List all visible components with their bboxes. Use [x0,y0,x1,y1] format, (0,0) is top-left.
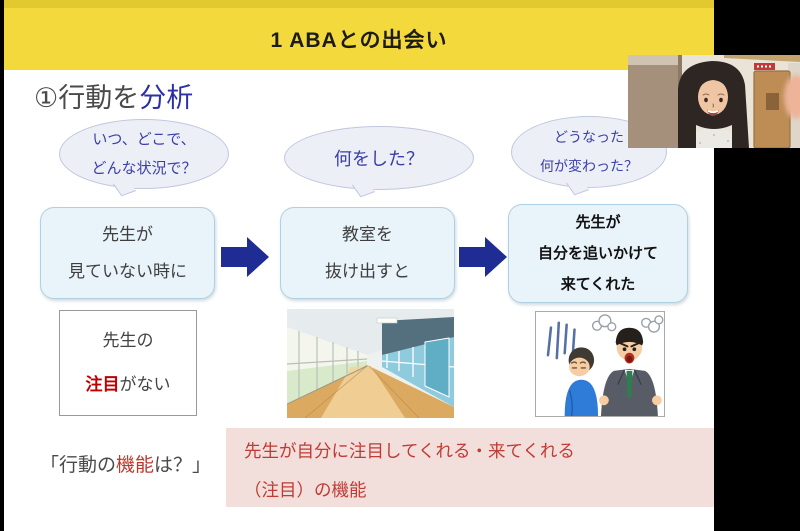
bubble-line: どんな状況で？ [91,160,197,177]
answer-line: （注目）の機能 [244,480,367,500]
webcam-overlay[interactable] [628,55,800,148]
fq-emphasis: 機能 [116,455,155,476]
function-answer-box: 先生が自分に注目してくれる・来てくれる （注目）の機能 [226,428,714,507]
heading-highlight: 分析 [139,83,194,113]
right-arrow-icon [221,237,269,277]
slide-title-banner: 1 ABAとの出会い [4,0,714,70]
bubble-line: どうなった [554,129,624,145]
flow-line: 先生が [102,225,153,244]
flow-line: 自分を追いかけて [537,245,658,262]
flow-line: 先生が [575,214,621,231]
school-hallway-image [287,309,454,418]
shared-slide: 1 ABAとの出会い ①行動を分析 いつ、どこで、 どんな状況で？ 何をした？ … [4,0,714,531]
state-line: 注目がない [86,363,171,407]
bubble-line: 何をした？ [334,149,424,169]
state-line: 先生の [102,331,154,350]
function-question-label: 「行動の機能は？」 [40,450,211,477]
flow-box-behavior: 教室を 抜け出すと [280,207,455,299]
presenter-video [628,55,800,148]
state-rest: がない [119,375,171,394]
teacher-scolding-illustration [535,311,665,417]
bubble-line: 何が変わった？ [540,158,638,174]
bubble-antecedent-question: いつ、どこで、 どんな状況で？ [59,119,229,189]
fq-post: は？」 [154,455,212,476]
flow-box-consequence: 先生が 自分を追いかけて 来てくれた [508,204,688,303]
slide-title: 1 ABAとの出会い [270,29,448,52]
answer-line: 先生が自分に注目してくれる・来てくれる [244,441,575,461]
right-arrow-icon [459,237,507,277]
flow-line: 来てくれた [560,276,636,293]
flow-line: 教室を [342,225,393,244]
bubble-behavior-question: 何をした？ [284,126,474,190]
flow-line: 見ていない時に [68,262,187,281]
flow-line: 抜け出すと [325,262,410,281]
flow-box-antecedent: 先生が 見ていない時に [40,207,215,299]
state-box-no-attention: 先生の 注目がない [59,310,197,416]
heading-prefix: ①行動を [34,83,140,113]
state-emphasis: 注目 [85,375,120,394]
fq-pre: 「行動の [40,455,117,476]
bubble-line: いつ、どこで、 [92,131,196,148]
section-heading: ①行動を分析 [34,76,193,115]
